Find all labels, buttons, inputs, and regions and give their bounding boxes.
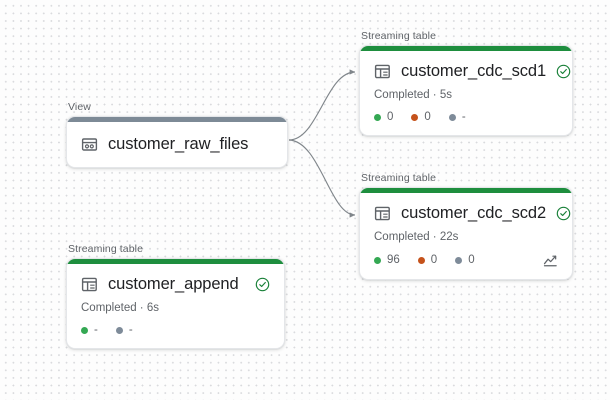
node-title-row: customer_cdc_scd1 [374,61,571,81]
node-body: customer_raw_files [67,122,287,167]
graph-node-customer-cdc-scd1[interactable]: Streaming table customer_cdc_scd1 [359,30,573,136]
node-kind-label: Streaming table [68,243,144,255]
graph-node-customer-append[interactable]: Streaming table customer_append [66,243,285,349]
node-title-row: customer_cdc_scd2 [374,203,571,223]
metric-value: 0 [430,254,438,266]
node-body: customer_cdc_scd1 Completed · 5s 0 [360,51,572,135]
metric-dot-gray [455,257,463,264]
node-status-text: Completed · 6s [81,302,159,314]
node-kind-label: Streaming table [361,30,437,42]
metric-green: - [81,324,98,337]
node-accent-bar [67,117,287,122]
node-metrics-row: - - [81,324,270,337]
node-kind-label: Streaming table [361,172,437,184]
metric-dot-green [81,327,88,334]
node-card[interactable]: customer_raw_files [66,116,288,168]
metric-dot-gray [448,114,456,121]
node-status-text: Completed · 22s [374,231,459,243]
metric-gray: - [115,324,133,337]
node-accent-bar [67,259,284,264]
metric-value: - [461,111,466,123]
streaming-table-icon [374,205,391,222]
graph-node-customer-cdc-scd2[interactable]: Streaming table customer_cdc_scd2 [359,172,573,280]
streaming-table-icon [81,276,98,293]
node-title: customer_cdc_scd2 [401,204,547,222]
node-title: customer_raw_files [108,135,249,153]
metric-value: - [128,324,133,336]
metric-value: 96 [387,254,400,266]
metric-dot-green [374,257,381,264]
node-title-row: customer_raw_files [81,134,273,154]
metric-gray: 0 [455,254,475,267]
metric-green: 96 [374,254,400,267]
metric-value: 0 [387,111,394,123]
node-metrics-row: 96 0 0 [374,253,558,268]
node-accent-bar [360,46,572,51]
node-card[interactable]: customer_cdc_scd1 Completed · 5s 0 [359,45,573,136]
node-card[interactable]: customer_cdc_scd2 Completed · 22s 96 [359,187,573,280]
metric-green: 0 [374,111,393,124]
streaming-table-icon [374,63,391,80]
metric-orange: 0 [411,111,431,124]
node-body: customer_append Completed · 6s - [67,264,284,348]
metric-value: - [94,324,98,336]
check-circle-icon [556,206,571,221]
edge-view-to-scd2 [288,139,356,218]
metric-gray: - [448,111,466,124]
node-title: customer_cdc_scd1 [401,62,547,80]
metric-value: 0 [468,254,475,266]
check-circle-icon [255,277,270,292]
node-card[interactable]: customer_append Completed · 6s - [66,258,285,349]
node-metrics-row: 0 0 - [374,111,558,124]
metric-dot-gray [115,327,123,334]
edge-view-to-scd1 [288,69,356,141]
node-accent-bar [360,188,572,193]
graph-node-customer-raw-files[interactable]: View customer_raw_files [66,101,288,168]
node-kind-label: View [68,101,91,113]
metric-orange: 0 [417,254,438,267]
metric-dot-orange [411,114,419,121]
node-body: customer_cdc_scd2 Completed · 22s 96 [360,193,572,279]
view-table-icon [81,136,98,153]
node-title-row: customer_append [81,274,270,294]
node-status-text: Completed · 5s [374,89,452,101]
metric-dot-green [374,114,381,121]
metric-dot-orange [417,257,425,264]
metric-value: 0 [424,111,431,123]
node-title: customer_append [108,275,239,293]
line-chart-icon[interactable] [543,253,558,268]
check-circle-icon [556,64,571,79]
